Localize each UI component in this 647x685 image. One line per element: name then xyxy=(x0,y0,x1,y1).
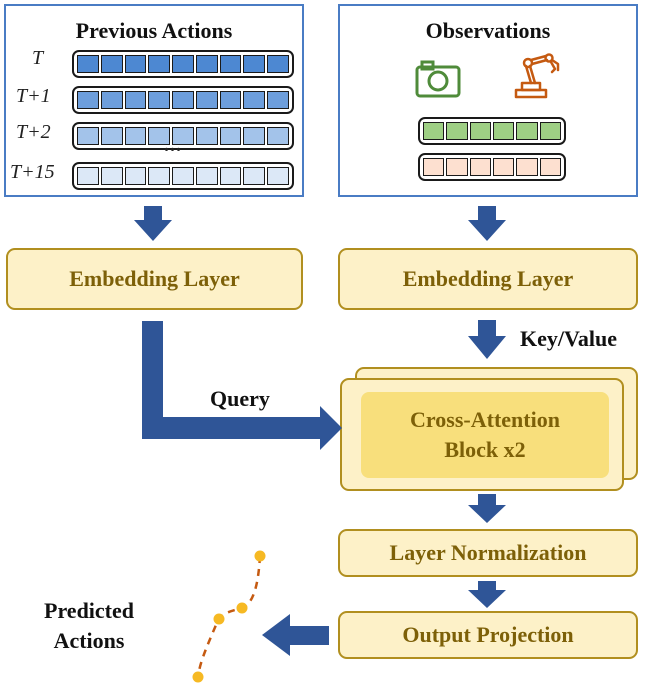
embedding-layer-right: Embedding Layer xyxy=(338,248,638,310)
row-label-t15: T+15 xyxy=(10,161,55,183)
token-cell xyxy=(423,158,445,176)
token-cell xyxy=(219,167,242,185)
action-strip-t xyxy=(72,50,294,78)
observation-strip-camera xyxy=(418,117,566,145)
token-cell xyxy=(148,55,171,73)
token-cell xyxy=(124,91,147,109)
token-cell xyxy=(100,127,123,145)
token-cell xyxy=(172,127,194,145)
predicted-actions-line2: Actions xyxy=(53,628,125,653)
action-strip-t2 xyxy=(72,122,294,150)
observation-strip-robot xyxy=(418,153,566,181)
token-cell xyxy=(267,91,290,109)
row-label-t2: T+2 xyxy=(16,121,51,143)
token-cell xyxy=(539,158,561,176)
token-cell xyxy=(516,122,538,140)
previous-actions-panel: Previous Actions T T+1 T+2 ... T+15 xyxy=(4,4,304,197)
token-cell xyxy=(219,127,242,145)
token-cell xyxy=(243,167,266,185)
token-cell xyxy=(172,55,194,73)
robot-arm-icon xyxy=(514,53,560,99)
cross-attention-block: Cross-Attention Block x2 xyxy=(340,378,624,491)
action-strip-t1 xyxy=(72,86,294,114)
token-cell xyxy=(172,91,194,109)
embedding-layer-left: Embedding Layer xyxy=(6,248,303,310)
row-label-t: T xyxy=(32,47,44,69)
token-cell xyxy=(77,55,99,73)
action-strip-t15 xyxy=(72,162,294,190)
token-cell xyxy=(100,55,123,73)
token-cell xyxy=(469,158,491,176)
token-cell xyxy=(267,167,290,185)
query-label: Query xyxy=(210,386,270,411)
trajectory-point xyxy=(213,613,225,625)
arrow-to-output-projection xyxy=(468,581,506,608)
predicted-actions-line1: Predicted xyxy=(44,598,135,623)
token-cell xyxy=(243,55,266,73)
token-cell xyxy=(492,158,515,176)
token-cell xyxy=(219,55,242,73)
token-cell xyxy=(124,127,147,145)
observations-panel: Observations xyxy=(338,4,638,197)
token-cell xyxy=(267,55,290,73)
token-cell xyxy=(539,122,561,140)
token-cell xyxy=(148,127,171,145)
token-cell xyxy=(100,91,123,109)
token-cell xyxy=(195,167,218,185)
cross-attention-line2: Block x2 xyxy=(444,437,526,462)
trajectory-point xyxy=(236,602,248,614)
output-projection-box: Output Projection xyxy=(338,611,638,659)
camera-icon xyxy=(415,60,461,98)
previous-actions-title: Previous Actions xyxy=(75,18,233,43)
arrow-down-left xyxy=(134,206,172,241)
token-cell xyxy=(195,127,218,145)
token-cell xyxy=(243,91,266,109)
arrow-to-layer-norm xyxy=(468,494,506,523)
token-cell xyxy=(77,167,99,185)
token-cell xyxy=(195,91,218,109)
arrow-key-value xyxy=(468,320,506,359)
key-value-label: Key/Value xyxy=(520,326,617,351)
trajectory-path xyxy=(196,555,262,678)
arrow-to-predicted-actions xyxy=(262,614,329,656)
token-cell xyxy=(446,122,468,140)
observations-title: Observations xyxy=(425,18,551,43)
trajectory-point xyxy=(192,671,204,683)
token-cell xyxy=(492,122,515,140)
token-cell xyxy=(124,55,147,73)
token-cell xyxy=(148,167,171,185)
token-cell xyxy=(243,127,266,145)
row-label-t1: T+1 xyxy=(16,85,51,107)
token-cell xyxy=(469,122,491,140)
token-cell xyxy=(77,127,99,145)
trajectory-point xyxy=(254,550,266,562)
token-cell xyxy=(195,55,218,73)
arrow-query xyxy=(142,321,342,450)
cross-attention-line1: Cross-Attention xyxy=(410,407,560,432)
token-cell xyxy=(100,167,123,185)
token-cell xyxy=(516,158,538,176)
cross-attention-inner: Cross-Attention Block x2 xyxy=(361,392,609,478)
token-cell xyxy=(219,91,242,109)
layer-normalization-box: Layer Normalization xyxy=(338,529,638,577)
token-cell xyxy=(124,167,147,185)
token-cell xyxy=(172,167,194,185)
token-cell xyxy=(446,158,468,176)
predicted-actions-label: Predicted Actions xyxy=(44,596,134,656)
token-cell xyxy=(267,127,290,145)
token-cell xyxy=(77,91,99,109)
ellipsis: ... xyxy=(164,134,182,156)
arrow-down-right xyxy=(468,206,506,241)
token-cell xyxy=(148,91,171,109)
token-cell xyxy=(423,122,445,140)
